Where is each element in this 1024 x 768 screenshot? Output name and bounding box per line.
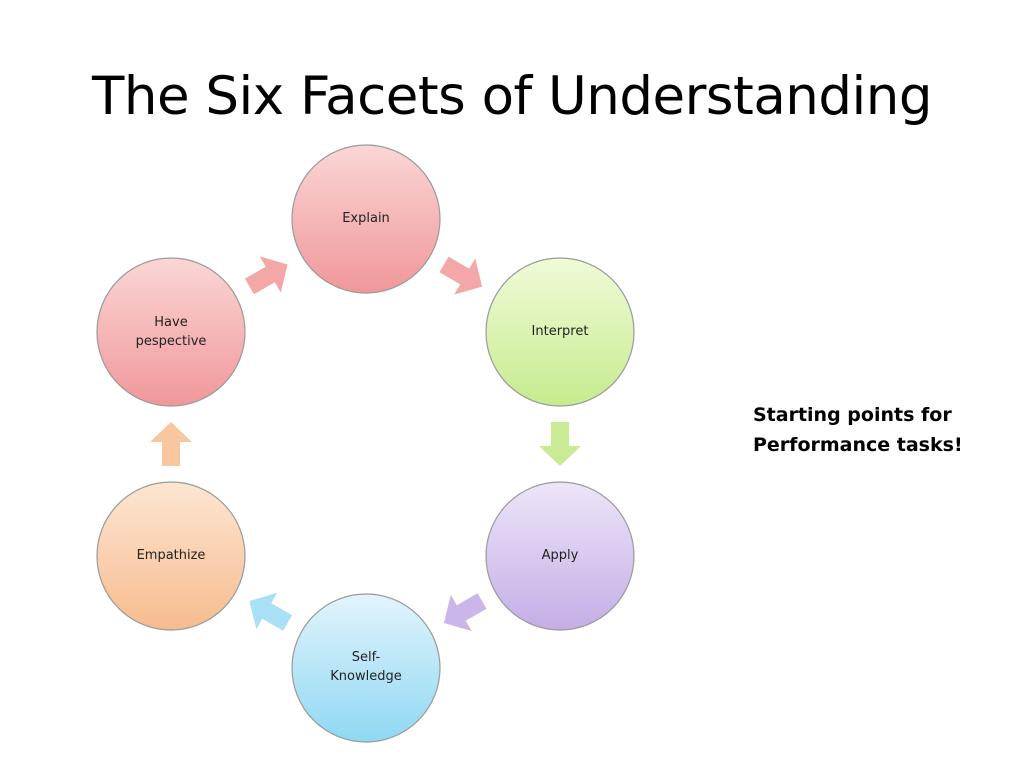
node-label-interpret: Interpret [531, 324, 589, 339]
node-circle-empathize [96, 481, 246, 631]
node-label-explain: Explain [342, 211, 390, 226]
node-label-have-perspective: Have pespective [135, 315, 207, 349]
slide-title: The Six Facets of Understanding [91, 66, 933, 127]
node-label-self-knowledge: Self- Knowledge [330, 650, 402, 684]
node-circle-have-perspective [96, 257, 246, 407]
cycle-nodes [96, 144, 635, 743]
performance-tasks-note: Starting points for Performance tasks! [753, 404, 963, 456]
node-label-empathize: Empathize [136, 548, 206, 563]
arrow-self-knowledge-to-empathize [249, 592, 293, 631]
node-circle-explain [291, 144, 441, 294]
node-circle-self-knowledge [291, 593, 441, 743]
node-circle-interpret [485, 257, 635, 407]
arrow-empathize-to-have-perspective [150, 422, 192, 466]
arrow-have-perspective-to-explain [244, 256, 288, 295]
arrow-apply-to-self-knowledge [443, 593, 487, 632]
cycle-arrows [150, 256, 581, 632]
arrow-explain-to-interpret [439, 256, 483, 295]
node-label-apply: Apply [541, 548, 579, 563]
arrow-interpret-to-apply [539, 422, 581, 466]
node-circle-apply [485, 481, 635, 631]
